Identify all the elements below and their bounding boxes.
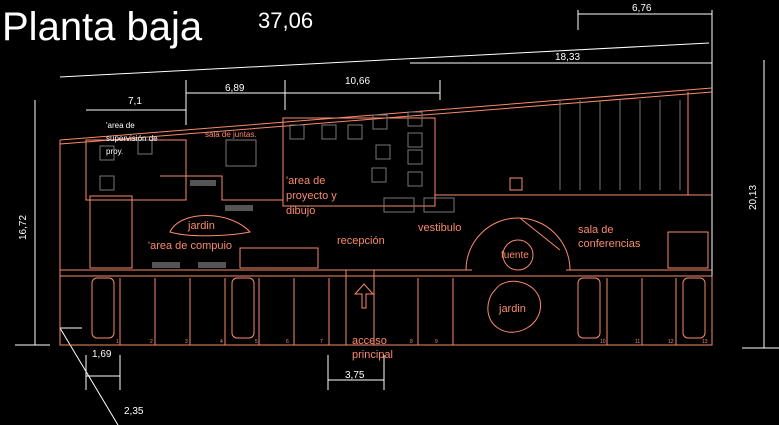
car-icon — [91, 277, 115, 339]
car-icon — [577, 277, 601, 339]
label-fuente: fuente — [501, 250, 529, 261]
label-recepcion: recepción — [337, 235, 385, 247]
car-icon — [682, 277, 706, 339]
car-icon — [231, 277, 255, 339]
label-conferencias: sala de — [578, 224, 613, 236]
label-jardin-1: jardin — [187, 220, 215, 232]
svg-text:11: 11 — [635, 339, 640, 345]
svg-text:3: 3 — [185, 339, 188, 345]
svg-text:10: 10 — [600, 339, 606, 345]
dim-right-upper: 18,33 — [555, 52, 580, 63]
dim-bottom-left-2: 2,35 — [124, 406, 144, 417]
dim-seg-1: 7,1 — [128, 96, 142, 107]
dim-total: 37,06 — [258, 8, 313, 33]
svg-text:4: 4 — [220, 339, 223, 345]
label-supervision: 'area de — [106, 121, 135, 130]
svg-text:12: 12 — [668, 339, 674, 345]
arrow-up-icon — [353, 283, 375, 309]
dim-seg-3: 10,66 — [345, 76, 370, 87]
svg-text:7: 7 — [320, 339, 323, 345]
walls — [59, 87, 713, 346]
dimension-lines: 6,76 18,33 6,89 10,66 7,1 16,72 20,13 1,… — [15, 3, 779, 425]
dim-top-right: 6,76 — [632, 3, 652, 14]
svg-text:principal: principal — [352, 349, 393, 361]
dim-bottom-left-1: 1,69 — [92, 349, 112, 360]
svg-text:proyecto y: proyecto y — [286, 190, 337, 202]
svg-text:5: 5 — [255, 339, 258, 345]
svg-text:conferencias: conferencias — [578, 238, 641, 250]
dim-right-height: 20,13 — [748, 185, 759, 210]
room-labels: 'area de supervisión de proy. sala de ju… — [106, 121, 641, 361]
svg-text:2: 2 — [150, 339, 153, 345]
svg-text:8: 8 — [410, 339, 413, 345]
label-computo: 'area de compuio — [148, 240, 232, 252]
label-acceso: acceso — [352, 335, 387, 347]
svg-text:proy.: proy. — [106, 147, 123, 156]
parking-numbers: 1 2 3 4 5 6 7 8 9 10 11 12 13 — [116, 339, 708, 345]
label-vestibulo: vestibulo — [418, 222, 461, 234]
svg-text:6: 6 — [286, 339, 289, 345]
plan-title: Planta baja — [2, 5, 203, 49]
svg-text:1: 1 — [116, 339, 119, 345]
svg-text:dibujo: dibujo — [286, 205, 315, 217]
furniture — [89, 100, 681, 333]
parking-stalls — [91, 277, 706, 345]
dim-seg-2: 6,89 — [225, 83, 245, 94]
label-proyecto: 'area de — [286, 175, 325, 187]
dim-left-height: 16,72 — [18, 215, 29, 240]
label-jardin-2: jardin — [498, 303, 526, 315]
svg-text:9: 9 — [435, 339, 438, 345]
label-juntas: sala de juntas. — [205, 130, 257, 139]
svg-text:13: 13 — [702, 339, 708, 345]
dim-bottom-access: 3,75 — [345, 370, 365, 381]
svg-text:supervisión de: supervisión de — [106, 134, 158, 143]
